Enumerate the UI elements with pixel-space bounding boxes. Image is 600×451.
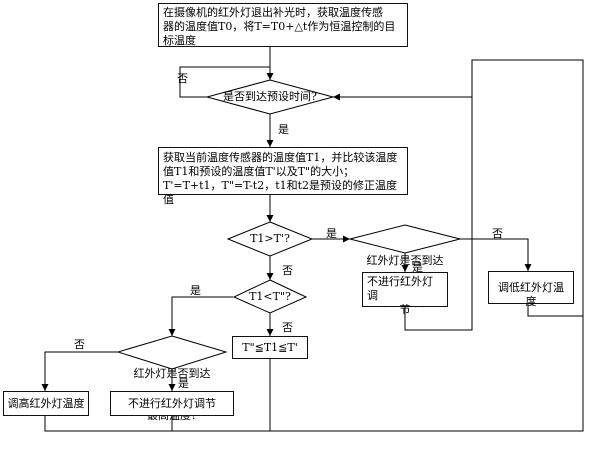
range-label: T"≦T1≦T': [242, 341, 298, 354]
start-line-3: 标温度: [163, 34, 196, 47]
decision-lt-text: T1<T"?: [249, 290, 291, 303]
start-line-1: 在摄像机的红外灯退出补光时，获取温度传感: [163, 6, 383, 19]
no-adjust-left-label: 不进行红外灯调节: [128, 397, 216, 410]
flowchart: 在摄像机的红外灯退出补光时，获取温度传感 器的温度值T0，将T=T0+△t作为恒…: [3, 3, 584, 432]
lower-temp-box: 调低红外灯温度: [488, 271, 574, 308]
lower-temp-label: 调低红外灯温度: [498, 281, 564, 308]
no-adjust-right-box: 不进行红外灯调 节: [362, 272, 448, 316]
process-line-1: 获取当前温度传感器的温度值T1，并比较该温度: [163, 151, 398, 164]
label-yes-highest: 是: [178, 377, 189, 390]
process-line-3: T'=T+t1，T"=T-t2，t1和t2是预设的修正温度值: [163, 179, 398, 206]
raise-temp-box: 调高红外灯温度: [3, 391, 89, 416]
process-box: 获取当前温度传感器的温度值T1，并比较该温度 值T1和预设的温度值T'以及T"的…: [158, 147, 408, 206]
no-adjust-left-box: 不进行红外灯调节: [110, 391, 234, 416]
no-adjust-right-line-1: 不进行红外灯调: [367, 275, 433, 302]
decision-time-text: 是否到达预设时间?: [223, 90, 317, 103]
no-adjust-right-line-2: 节: [399, 303, 411, 316]
start-line-2: 器的温度值T0，将T=T0+△t作为恒温控制的目: [163, 20, 396, 33]
label-no-lowest: 否: [492, 227, 503, 240]
start-box: 在摄像机的红外灯退出补光时，获取温度传感 器的温度值T0，将T=T0+△t作为恒…: [158, 3, 408, 47]
label-no-time: 否: [177, 72, 188, 85]
decision-lowest-line-1: 红外灯是否到达: [366, 254, 444, 267]
label-no-lt: 否: [282, 321, 293, 334]
label-yes-gt: 是: [326, 227, 337, 240]
range-box: T"≦T1≦T': [232, 336, 308, 359]
process-line-2: 值T1和预设的温度值T'以及T"的大小；: [163, 165, 355, 178]
label-no-highest: 否: [74, 338, 85, 351]
decision-gt-text: T1>T'?: [250, 232, 290, 245]
raise-temp-label: 调高红外灯温度: [7, 397, 85, 410]
label-yes-lt: 是: [190, 284, 201, 297]
decision-highest-line-1: 红外灯是否到达: [133, 367, 211, 380]
connector-lines: [41, 47, 584, 432]
label-no-gt: 否: [282, 264, 293, 277]
label-yes-time: 是: [278, 123, 289, 136]
label-yes-lowest: 是: [412, 261, 423, 274]
